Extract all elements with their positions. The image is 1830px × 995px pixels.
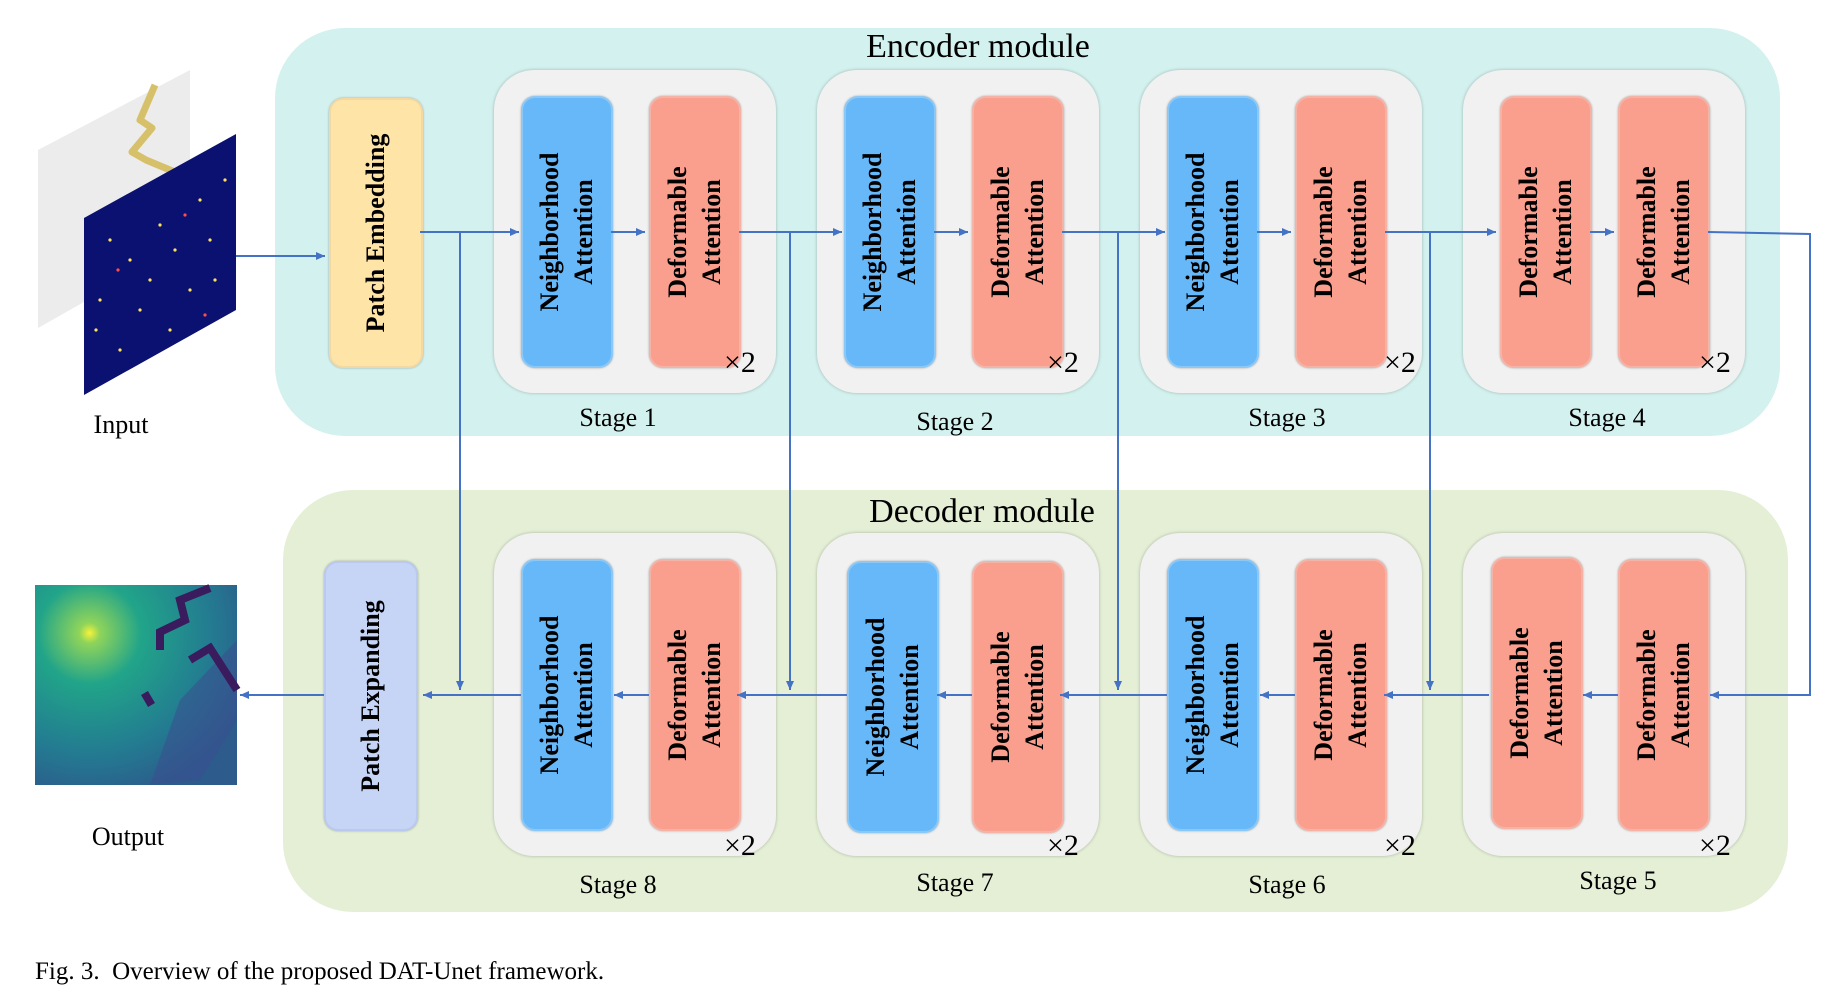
stage-label: Stage 8 bbox=[579, 870, 657, 899]
repeat-label: ×2 bbox=[1047, 346, 1079, 379]
repeat-label: ×2 bbox=[1384, 829, 1416, 862]
output-label: Output bbox=[91, 822, 165, 851]
stage-label: Stage 2 bbox=[916, 407, 994, 436]
stage-label: Stage 1 bbox=[579, 403, 657, 432]
input-label: Input bbox=[93, 410, 149, 439]
encoder-title: Encoder module bbox=[866, 28, 1090, 65]
repeat-label: ×2 bbox=[1384, 346, 1416, 379]
stage-label: Stage 3 bbox=[1248, 403, 1326, 432]
repeat-label: ×2 bbox=[1047, 829, 1079, 862]
stage-label: Stage 6 bbox=[1248, 870, 1326, 899]
decoder-title: Decoder module bbox=[869, 493, 1095, 530]
repeat-label: ×2 bbox=[1699, 346, 1731, 379]
figure-caption: Fig. 3. Overview of the proposed DAT-Une… bbox=[35, 958, 605, 985]
repeat-label: ×2 bbox=[724, 829, 756, 862]
patch-expanding-block: Patch Expanding bbox=[324, 561, 418, 831]
stage-label: Stage 4 bbox=[1568, 403, 1646, 432]
stage-label: Stage 7 bbox=[916, 868, 994, 897]
patch-embedding-block: Patch Embedding bbox=[329, 98, 423, 368]
repeat-label: ×2 bbox=[1699, 829, 1731, 862]
stage-label: Stage 5 bbox=[1579, 866, 1657, 895]
repeat-label: ×2 bbox=[724, 346, 756, 379]
